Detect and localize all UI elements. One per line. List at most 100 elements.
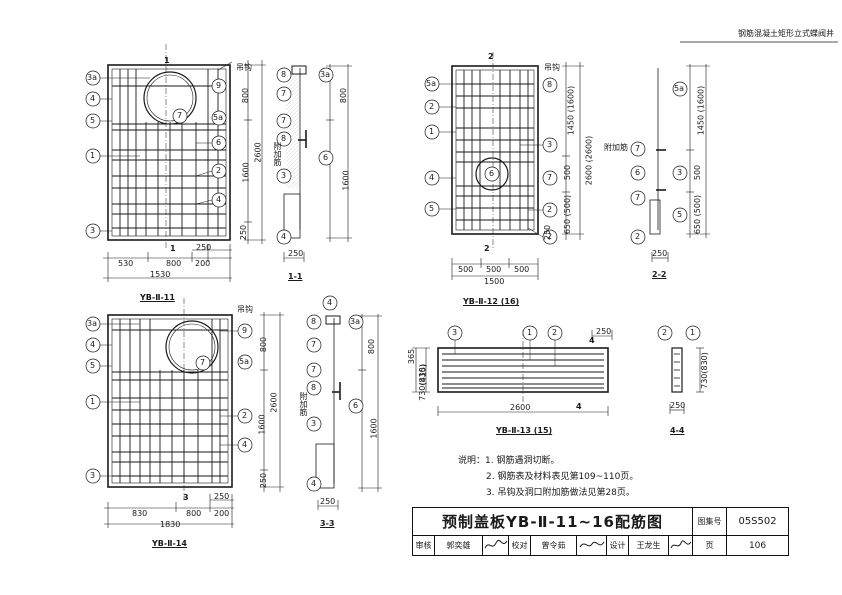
plate-yb-ii-11: [103, 44, 266, 282]
dim-800: 800: [259, 336, 269, 353]
dim-250-b: 250: [196, 243, 212, 252]
tag-8: 8: [547, 80, 553, 89]
tag-1: 1: [690, 328, 696, 337]
tag-7: 7: [311, 365, 317, 374]
tag-7: 7: [281, 116, 287, 125]
section-marker-2b: 2: [484, 244, 490, 253]
tag-7: 7: [200, 358, 206, 367]
dim-250: 250: [596, 327, 612, 336]
section-marker-4b: 4: [576, 402, 582, 411]
tag-2: 2: [635, 232, 641, 241]
page-number: 106: [726, 535, 790, 556]
dim-530: 530: [118, 259, 134, 268]
section-marker-1: 1: [164, 56, 170, 65]
plate-outline: [437, 347, 609, 393]
caption-4-4: 4-4: [670, 426, 685, 435]
dim-2600: 2600: [269, 392, 279, 413]
tag-6: 6: [353, 401, 359, 410]
extra-rebar-label: 附加筋: [273, 142, 282, 166]
title-block: 预制盖板YB-Ⅱ-11~16配筋图 图集号 05S502 审核 郭奕雄 校对 曾…: [411, 507, 790, 556]
tag-7: 7: [635, 144, 641, 153]
section-marker-1b: 1: [170, 244, 176, 253]
tag-6: 6: [489, 169, 495, 178]
dim-1500: 1500: [484, 277, 505, 286]
tag-9: 9: [216, 81, 222, 90]
tag-3: 3: [452, 328, 458, 337]
tag-3a: 3a: [350, 317, 360, 326]
tag-2: 2: [429, 102, 435, 111]
tag-7: 7: [547, 173, 553, 182]
dim-250: 250: [259, 472, 269, 489]
rebar-grid: [456, 70, 534, 230]
dim-1600: 1600: [257, 414, 267, 435]
tag-8: 8: [311, 317, 317, 326]
tag-circles: [85, 67, 701, 492]
circle-hole-icon: [475, 157, 509, 191]
tag-4-right: 4: [216, 195, 222, 204]
tag-1: 1: [90, 151, 96, 160]
caption-yb-ii-13: YB-Ⅱ-13 (15): [496, 426, 553, 435]
caption-3-3: 3-3: [320, 519, 335, 528]
atlas-no-label: 图集号: [692, 507, 728, 536]
dim-500: 500: [486, 265, 502, 274]
tag-7: 7: [635, 193, 641, 202]
caption-yb-ii-14: YB-Ⅱ-14: [152, 539, 187, 548]
tag-3: 3: [311, 419, 317, 428]
tag-6: 6: [635, 168, 641, 177]
signature-icon: [670, 539, 691, 548]
section-2-2: [649, 64, 710, 262]
tag-5a: 5a: [426, 79, 436, 88]
caption-yb-ii-11: YB-Ⅱ-11: [140, 293, 175, 302]
tag-2: 2: [547, 232, 553, 241]
dim-500: 500: [458, 265, 474, 274]
tag-2: 2: [547, 205, 553, 214]
tag-5: 5: [90, 116, 96, 125]
tag-4: 4: [90, 340, 96, 349]
tag-2: 2: [242, 411, 248, 420]
tag-4: 4: [281, 232, 287, 241]
plate-outline: [107, 314, 233, 488]
dim-250: 250: [652, 249, 668, 258]
dim-250: 250: [670, 401, 686, 410]
circle-hole-icon: [165, 320, 219, 374]
check-label: 校对: [508, 535, 531, 556]
designer-signature: [667, 535, 694, 556]
extra-rebar-label: 附加筋: [604, 143, 628, 152]
caption-2-2: 2-2: [652, 270, 667, 279]
section-4-4: [669, 347, 704, 414]
dim-1830: 1830: [160, 520, 181, 529]
reviewer-signature: [482, 535, 509, 556]
tag-6: 6: [216, 138, 222, 147]
hook-label: 吊钩: [544, 63, 560, 72]
tag-7: 7: [281, 89, 287, 98]
circle-hole-icon: [143, 71, 197, 125]
plate-outline: [107, 64, 231, 241]
section-marker-2: 2: [488, 52, 494, 61]
atlas-no: 05S502: [726, 507, 790, 536]
designer-name: 王龙生: [628, 535, 669, 556]
hook-label: 吊钩: [236, 63, 252, 72]
dim-2600: 2600: [253, 142, 263, 163]
tag-5: 5: [90, 361, 96, 370]
note-item: 2. 钢筋表及材料表见第109~110页。: [486, 472, 639, 482]
dim-1450: 1450 (1600): [696, 85, 706, 136]
tag-6: 6: [323, 153, 329, 162]
tag-8: 8: [281, 70, 287, 79]
dim-500: 500: [514, 265, 530, 274]
tag-3: 3: [90, 471, 96, 480]
design-notes: 说明：1. 钢筋遇洞切断。 2. 钢筋表及材料表见第109~110页。 3. 吊…: [458, 453, 638, 501]
dim-250: 250: [239, 224, 249, 241]
dim-800: 800: [339, 87, 349, 104]
tag-3: 3: [677, 168, 683, 177]
tag-3: 3: [90, 226, 96, 235]
dim-365: 365: [407, 348, 417, 365]
tag-3a: 3a: [320, 70, 330, 79]
dim-800-b: 800: [166, 259, 182, 268]
tag-8: 8: [281, 134, 287, 143]
dim-500: 500: [563, 164, 573, 181]
reviewer-name: 郭奕雄: [434, 535, 483, 556]
tag-4: 4: [90, 94, 96, 103]
tag-3: 3: [281, 171, 287, 180]
